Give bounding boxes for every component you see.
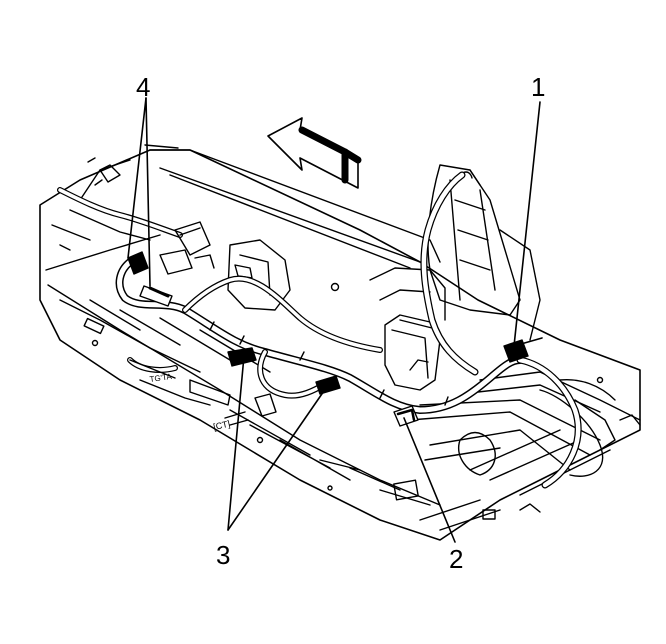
wiring-harness bbox=[57, 171, 582, 489]
floor-stamp-tg: TG'TA bbox=[149, 372, 173, 384]
floor-stamp-ct: [CT] bbox=[212, 419, 231, 432]
leader-lines bbox=[127, 97, 543, 543]
callout-4: 4 bbox=[136, 72, 151, 102]
misc-fittings bbox=[87, 157, 641, 513]
connector-4 bbox=[127, 251, 173, 307]
callout-3: 3 bbox=[216, 540, 231, 570]
driveshaft-tunnel bbox=[409, 371, 641, 477]
body-panel bbox=[144, 144, 541, 341]
floor-pan bbox=[39, 149, 641, 541]
callout-2: 2 bbox=[449, 544, 464, 574]
front-direction-arrow-icon bbox=[267, 117, 362, 189]
connector-2 bbox=[393, 405, 419, 427]
center-console-bracket bbox=[227, 239, 441, 391]
connector-3b bbox=[315, 375, 341, 395]
callout-1: 1 bbox=[531, 72, 546, 102]
connector-1 bbox=[503, 339, 529, 363]
connector-3a bbox=[227, 347, 257, 367]
